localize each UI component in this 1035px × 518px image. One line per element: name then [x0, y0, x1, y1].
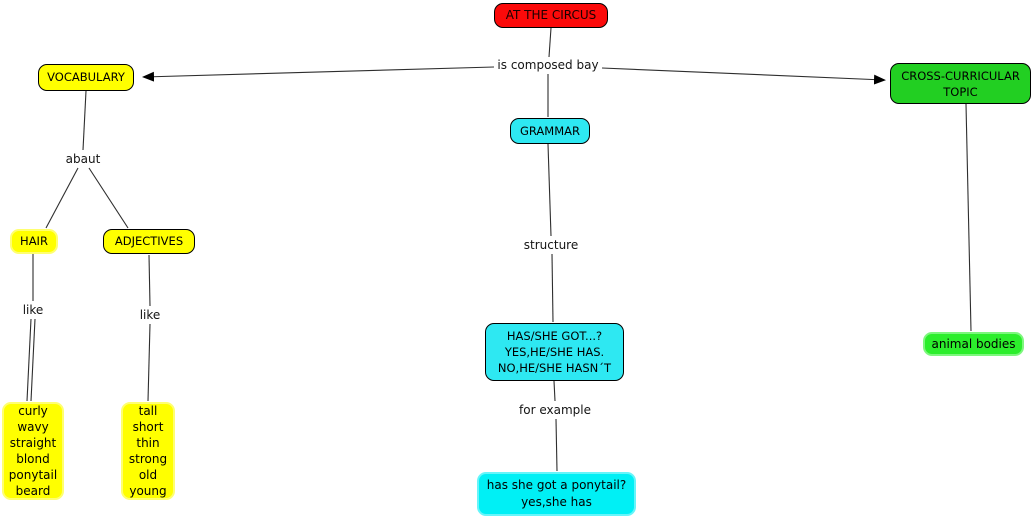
connector-cross-to-animal: [965, 103, 972, 332]
node-label: HAIR: [20, 234, 48, 248]
node-hair[interactable]: HAIR: [10, 229, 58, 254]
node-label: GRAMMAR: [519, 123, 580, 138]
node-vocabulary[interactable]: VOCABULARY: [38, 64, 134, 91]
node-label-line: thin: [136, 436, 160, 450]
node-label-line: has she got a ponytail?: [486, 478, 627, 492]
node-label-line: NO,HE/SHE HASN´T: [497, 361, 612, 375]
connector-like-to-hair-examples-1: [26, 318, 32, 402]
node-has-she-got-structure[interactable]: HAS/SHE GOT...? YES,HE/SHE HAS. NO,HE/SH…: [485, 323, 624, 381]
link-label-abaut[interactable]: abaut: [62, 152, 104, 166]
connector-like-to-hair-examples-2: [30, 318, 36, 402]
connector-adjectives-to-like: [148, 254, 151, 307]
link-label-is-composed-bay[interactable]: is composed bay: [494, 58, 602, 72]
node-ponytail-example[interactable]: has she got a ponytail? yes,she has: [477, 472, 636, 516]
node-label-line: HAS/SHE GOT...?: [506, 329, 603, 343]
node-label-line: wavy: [17, 420, 49, 434]
node-label-line: TOPIC: [943, 84, 978, 99]
node-label-line: beard: [15, 484, 51, 498]
node-hair-examples[interactable]: curly wavy straight blond ponytail beard: [2, 402, 64, 500]
node-label-line: ponytail: [8, 468, 58, 482]
node-label-line: strong: [128, 452, 168, 466]
node-adjectives[interactable]: ADJECTIVES: [103, 229, 195, 254]
connector-hasbox-to-forexample: [553, 380, 556, 402]
node-grammar[interactable]: GRAMMAR: [510, 118, 590, 144]
connector-composed-to-cross: [601, 67, 886, 85]
node-label-line: yes,she has: [521, 495, 592, 509]
connector-circus-to-composed: [548, 27, 552, 58]
link-label-structure[interactable]: structure: [520, 238, 582, 252]
connector-composed-to-vocabulary: [142, 66, 495, 82]
node-label-line: CROSS-CURRICULAR: [901, 68, 1020, 83]
link-label-for-example[interactable]: for example: [516, 403, 594, 417]
connector-forexample-to-example: [555, 418, 558, 472]
node-label: VOCABULARY: [47, 70, 125, 84]
node-cross-curricular-topic[interactable]: CROSS-CURRICULAR TOPIC: [890, 63, 1031, 104]
node-label-line: straight: [9, 436, 57, 450]
connector-abaut-to-hair: [45, 167, 79, 229]
node-label-line: blond: [16, 452, 50, 466]
link-label-like-adjectives[interactable]: like: [136, 308, 164, 322]
link-label-like-hair[interactable]: like: [19, 303, 47, 317]
node-animal-bodies[interactable]: animal bodies: [923, 332, 1024, 356]
connector-grammar-to-structure: [547, 143, 552, 237]
node-adjective-examples[interactable]: tall short thin strong old young: [121, 402, 175, 500]
node-label-line: YES,HE/SHE HAS.: [504, 345, 605, 359]
node-label: animal bodies: [931, 336, 1016, 351]
connector-abaut-to-adjectives: [88, 167, 129, 229]
node-label-line: young: [129, 484, 167, 498]
node-at-the-circus[interactable]: AT THE CIRCUS: [494, 3, 608, 28]
node-label-line: short: [132, 420, 164, 434]
node-label: AT THE CIRCUS: [505, 8, 597, 22]
node-label: ADJECTIVES: [114, 234, 184, 248]
node-label-line: curly: [18, 404, 48, 418]
connector-like-to-adjective-examples: [147, 323, 151, 402]
connector-vocabulary-to-abaut: [82, 90, 87, 151]
node-label-line: old: [138, 468, 158, 482]
node-label-line: tall: [138, 404, 158, 418]
connector-structure-to-hasbox: [551, 253, 554, 323]
